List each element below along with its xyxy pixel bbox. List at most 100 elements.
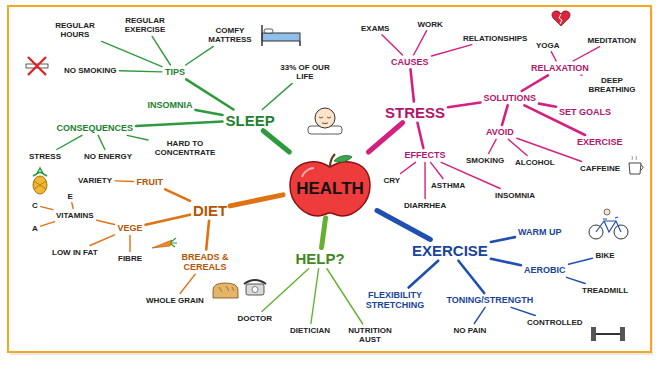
branch-line xyxy=(377,211,430,240)
branch-line xyxy=(382,35,403,55)
topic-text: ASTHMA xyxy=(431,181,465,190)
sub-topic: SOLUTIONS xyxy=(482,92,539,104)
branch-line xyxy=(569,258,593,264)
branch-stroke xyxy=(322,218,326,248)
branch-stroke xyxy=(382,35,403,55)
leaf-topic: MEDITATION xyxy=(586,35,639,46)
branch-stroke xyxy=(551,52,556,61)
leaf-topic: STRESS xyxy=(27,151,63,162)
topic-text: STRESS xyxy=(29,152,61,161)
branch-stroke xyxy=(489,139,497,153)
sub-topic: FRUIT xyxy=(135,176,166,188)
sub-topic: WARM UP xyxy=(516,226,564,238)
dumbbell-drawing xyxy=(591,327,625,341)
branch-line xyxy=(186,79,233,109)
branch-line xyxy=(41,207,53,210)
branch-stroke xyxy=(409,261,439,288)
topic-text: NO PAIN xyxy=(454,326,487,335)
branch-stroke xyxy=(41,207,53,210)
leaf-topic: FIBRE xyxy=(116,253,144,264)
topic-text: LOW IN FAT xyxy=(52,248,98,257)
branch-stroke xyxy=(206,221,209,250)
branch-line xyxy=(425,162,426,198)
topic-text: CRY xyxy=(384,176,401,185)
branch-topic: SLEEP xyxy=(224,111,277,130)
branch-stroke xyxy=(230,195,283,206)
branch-stroke xyxy=(98,135,105,149)
branch-stroke xyxy=(186,79,233,109)
branch-stroke xyxy=(262,83,292,109)
branch-line xyxy=(98,135,105,149)
topic-text: TONING/STRENGTH xyxy=(447,295,534,305)
topic-text: TREADMILL xyxy=(582,286,628,295)
topic-text: MEDITATION xyxy=(588,36,637,45)
branch-line xyxy=(432,45,472,56)
branch-line xyxy=(119,71,162,72)
leaf-topic: VARIETY xyxy=(76,175,114,186)
topic-text: VEGE xyxy=(118,223,143,233)
leaf-topic: HARD TO CONCENTRATE xyxy=(149,138,221,158)
branch-stroke xyxy=(115,180,133,182)
sub-topic: EXERCISE xyxy=(575,136,625,148)
leaf-topic: A xyxy=(30,223,40,234)
branch-line xyxy=(180,274,195,293)
branch-line xyxy=(146,215,190,225)
branch-stroke xyxy=(327,269,363,324)
topic-text: C xyxy=(32,201,38,210)
branch-line xyxy=(90,235,114,246)
leaf-topic: TREADMILL xyxy=(580,285,630,296)
branch-line xyxy=(322,218,326,248)
topic-text: DEEP BREATHING xyxy=(584,76,640,94)
topic-text: A xyxy=(32,224,38,233)
branch-line xyxy=(566,277,585,283)
branch-stroke xyxy=(368,123,402,152)
topic-text: BIKE xyxy=(596,251,615,260)
branch-line xyxy=(152,36,170,65)
topic-text: HARD TO CONCENTRATE xyxy=(151,139,219,157)
leaf-topic: NO SMOKING xyxy=(62,65,118,76)
telephone-drawing xyxy=(244,280,266,295)
topic-text: AEROBIC xyxy=(524,265,566,275)
branch-stroke xyxy=(424,162,425,198)
branch-stroke xyxy=(573,47,599,61)
branch-stroke xyxy=(41,222,55,226)
card-frame xyxy=(8,6,651,352)
sub-topic: SET GOALS xyxy=(557,106,613,118)
branch-stroke xyxy=(146,215,190,225)
branch-line xyxy=(130,235,131,251)
topic-text: DIARRHEA xyxy=(404,201,446,210)
branch-stroke xyxy=(401,162,416,173)
topic-text: NO SMOKING xyxy=(64,66,116,75)
branch-line xyxy=(411,69,414,101)
topic-text: INSOMNIA xyxy=(495,191,535,200)
branch-line xyxy=(417,123,423,148)
topic-text: SET GOALS xyxy=(559,107,611,117)
branch-stroke xyxy=(180,274,195,293)
leaf-topic: NUTRITION AUST xyxy=(340,325,400,345)
branch-line xyxy=(196,110,223,115)
topic-text: NUTRITION AUST xyxy=(342,326,398,344)
branch-line xyxy=(491,237,515,242)
branch-line xyxy=(206,221,209,250)
topic-text: STRESS xyxy=(385,104,445,121)
branch-stroke xyxy=(431,162,443,178)
branch-line xyxy=(401,162,416,173)
branch-stroke xyxy=(97,220,115,224)
topic-text: TIPS xyxy=(165,67,185,77)
branch-line xyxy=(262,269,309,312)
topic-text: BREADS & CEREALS xyxy=(179,252,231,273)
branch-stroke xyxy=(57,135,82,149)
branch-stroke xyxy=(417,123,423,148)
branch-topic: STRESS xyxy=(383,103,447,122)
branch-stroke xyxy=(196,110,223,115)
leaf-topic: DOCTOR xyxy=(236,313,275,324)
branch-stroke xyxy=(580,74,582,76)
no-smoking-symbol xyxy=(26,57,48,75)
branch-line xyxy=(489,139,497,153)
topic-text: E xyxy=(68,192,73,201)
branch-line xyxy=(511,307,535,315)
branch-line xyxy=(448,102,480,107)
branch-topic: HELP? xyxy=(294,249,347,268)
topic-text: EFFECTS xyxy=(405,150,446,160)
branch-stroke xyxy=(165,189,190,200)
